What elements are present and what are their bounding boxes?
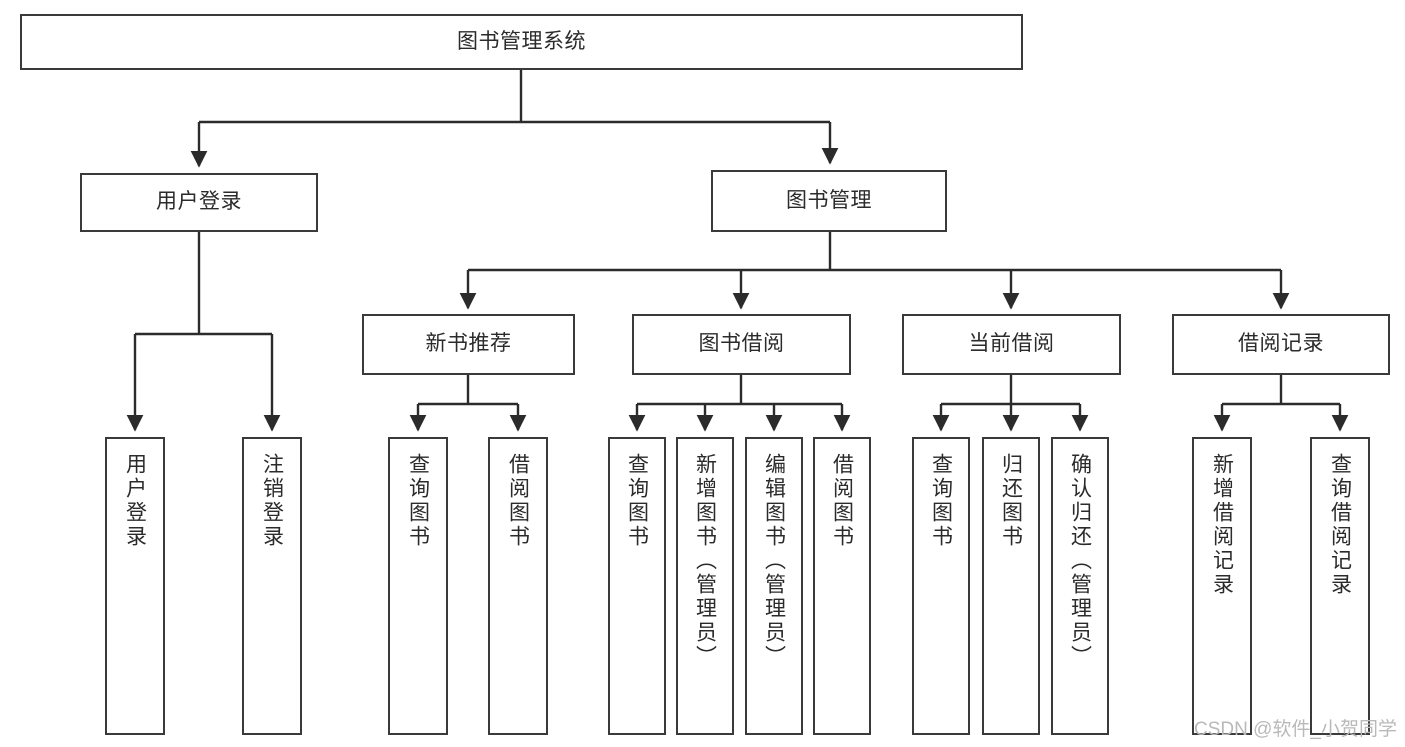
node-leaf-confirm-return[interactable]: 确认归还（管理员） [1051,437,1109,735]
node-leaf-add-book-label: 新增图书（管理员） [693,453,717,669]
node-leaf-query-book-3[interactable]: 查询图书 [912,437,970,735]
node-leaf-query-record-label: 查询借阅记录 [1328,453,1352,597]
node-book-borrow[interactable]: 图书借阅 [632,314,851,375]
node-leaf-user-login-label: 用户登录 [123,453,147,549]
node-current-borrow-label: 当前借阅 [968,332,1055,356]
node-book-borrow-label: 图书借阅 [698,332,785,356]
node-root[interactable]: 图书管理系统 [20,14,1023,70]
node-leaf-logout-label: 注销登录 [260,453,284,549]
node-leaf-borrow-book-1-label: 借阅图书 [506,453,530,549]
node-root-label: 图书管理系统 [457,29,586,53]
node-leaf-borrow-book-2[interactable]: 借阅图书 [813,437,871,735]
node-leaf-edit-book[interactable]: 编辑图书（管理员） [745,437,803,735]
node-leaf-return-book[interactable]: 归还图书 [982,437,1040,735]
node-current-borrow[interactable]: 当前借阅 [902,314,1121,375]
node-leaf-query-record[interactable]: 查询借阅记录 [1310,437,1370,735]
node-leaf-add-record[interactable]: 新增借阅记录 [1192,437,1252,735]
node-leaf-confirm-return-label: 确认归还（管理员） [1068,453,1092,669]
node-book-manage[interactable]: 图书管理 [711,170,947,232]
node-leaf-add-book[interactable]: 新增图书（管理员） [676,437,734,735]
node-leaf-query-book-1-label: 查询图书 [406,453,430,549]
node-leaf-user-login[interactable]: 用户登录 [105,437,165,735]
node-leaf-logout[interactable]: 注销登录 [242,437,302,735]
node-leaf-return-book-label: 归还图书 [999,453,1023,549]
node-book-manage-label: 图书管理 [786,188,872,212]
node-borrow-record-label: 借阅记录 [1238,332,1324,356]
node-user-login-label: 用户登录 [156,190,242,214]
node-leaf-add-record-label: 新增借阅记录 [1210,453,1234,597]
node-leaf-query-book-3-label: 查询图书 [929,453,953,549]
node-new-book-rec[interactable]: 新书推荐 [362,314,575,375]
node-leaf-borrow-book-2-label: 借阅图书 [830,453,854,549]
node-leaf-query-book-2[interactable]: 查询图书 [608,437,666,735]
node-user-login[interactable]: 用户登录 [80,173,318,232]
node-leaf-edit-book-label: 编辑图书（管理员） [762,453,786,669]
node-borrow-record[interactable]: 借阅记录 [1172,314,1390,375]
node-leaf-query-book-2-label: 查询图书 [625,453,649,549]
node-new-book-rec-label: 新书推荐 [425,332,512,356]
node-leaf-query-book-1[interactable]: 查询图书 [388,437,448,735]
node-leaf-borrow-book-1[interactable]: 借阅图书 [488,437,548,735]
